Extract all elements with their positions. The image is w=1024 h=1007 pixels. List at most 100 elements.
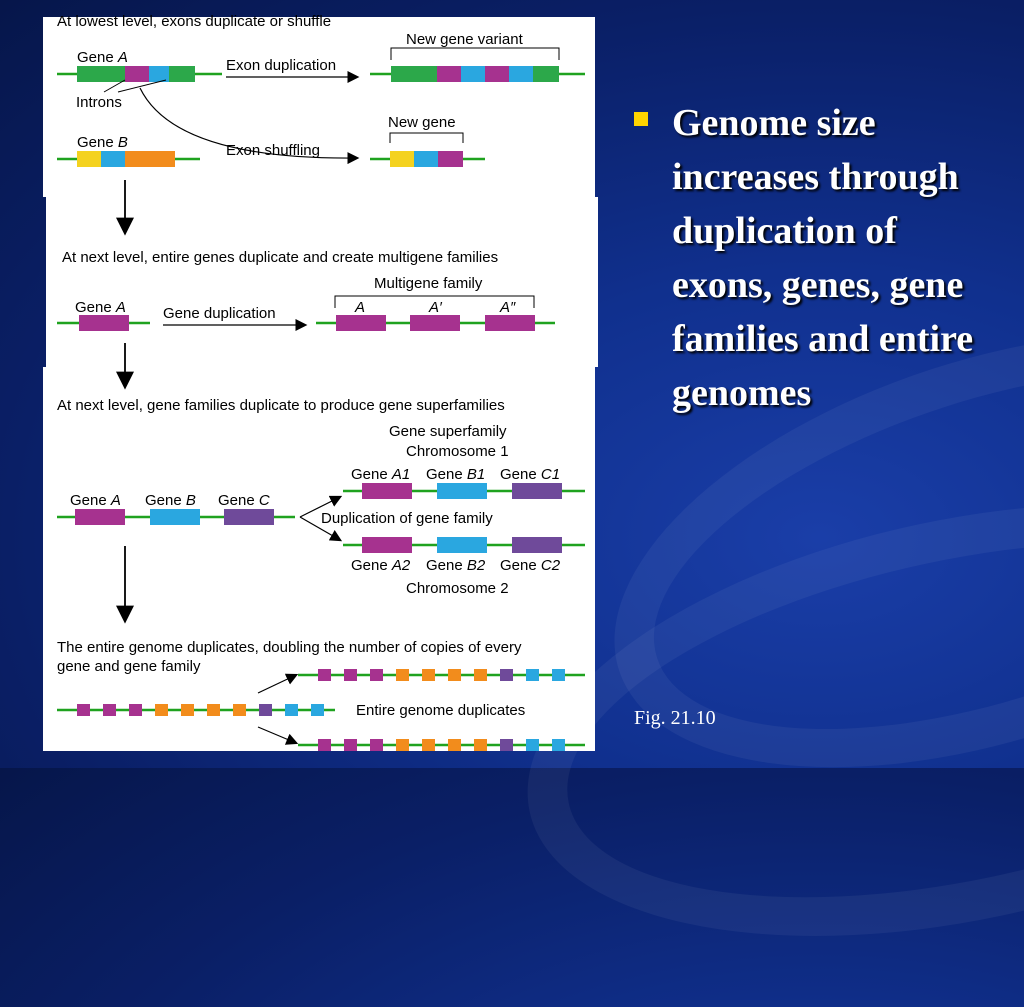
gene-block — [437, 483, 487, 499]
exon — [438, 151, 463, 167]
gene-c-label: Gene C — [218, 492, 270, 509]
multigene-family-label: Multigene family — [374, 275, 483, 292]
gene-block — [512, 483, 562, 499]
exon-shuffling-curve — [139, 87, 360, 165]
exon — [125, 66, 149, 82]
section4-heading: The entire genome duplicates, doubling t… — [57, 639, 522, 656]
exon — [414, 151, 438, 167]
gene-copy — [526, 739, 539, 751]
gene-a2-label: Gene A2 — [351, 557, 411, 574]
gene-block — [362, 537, 412, 553]
exon — [149, 66, 169, 82]
gene-copy — [344, 669, 357, 681]
gene-copy — [448, 739, 461, 751]
superfamily-label: Gene superfamily — [389, 423, 507, 440]
gene-copy — [500, 669, 513, 681]
exon — [391, 66, 437, 82]
genome-duplication-figure: At lowest level, exons duplicate or shuf… — [57, 13, 585, 751]
gene-b-label: Gene B — [77, 134, 128, 151]
gene-block — [437, 537, 487, 553]
gene-block — [512, 537, 562, 553]
exon — [77, 66, 125, 82]
gene-b-label: Gene B — [145, 492, 196, 509]
exon — [509, 66, 533, 82]
multigene-member-label: A — [354, 299, 365, 316]
bracket — [334, 295, 535, 308]
gene-block — [79, 315, 129, 331]
gene-copy — [77, 704, 90, 716]
gene-copy — [474, 669, 487, 681]
genome-duplication-arrow-down — [257, 726, 299, 745]
entire-genome-duplicates-label: Entire genome duplicates — [356, 702, 525, 719]
exon — [485, 66, 509, 82]
gene-copy — [500, 739, 513, 751]
introns-label: Introns — [76, 94, 122, 111]
gene-b2-label: Gene B2 — [426, 557, 486, 574]
bracket — [390, 47, 560, 60]
figure-caption: Fig. 21.10 — [634, 707, 716, 729]
gene-copy — [344, 739, 357, 751]
gene-copy — [370, 739, 383, 751]
gene-copy — [129, 704, 142, 716]
gene-copy — [318, 669, 331, 681]
bullet-marker — [634, 112, 648, 126]
gene-copy — [181, 704, 194, 716]
gene-block — [224, 509, 274, 525]
exon — [533, 66, 559, 82]
exon-shuffling-label: Exon shuffling — [226, 142, 320, 159]
exon — [461, 66, 485, 82]
gene-copy — [448, 669, 461, 681]
exon-duplication-label: Exon duplication — [226, 57, 336, 74]
chromosome2-label: Chromosome 2 — [406, 580, 509, 597]
exon — [437, 66, 461, 82]
section2-heading: At next level, entire genes duplicate an… — [62, 249, 498, 266]
gene-copy — [311, 704, 324, 716]
exon — [101, 151, 125, 167]
gene-a-label: Gene A — [77, 49, 128, 66]
gene-copy — [526, 669, 539, 681]
new-gene-variant-label: New gene variant — [406, 31, 524, 48]
introns-pointer — [117, 79, 167, 93]
bullet-text: Genome size increases through duplicatio… — [672, 102, 974, 414]
gene-b1-label: Gene B1 — [426, 466, 485, 483]
gene-copy — [103, 704, 116, 716]
gene-copy — [207, 704, 220, 716]
gene-copy — [396, 739, 409, 751]
introns-pointer — [103, 79, 126, 93]
duplication-arrow-up — [299, 495, 343, 518]
gene-block — [362, 483, 412, 499]
new-gene-label: New gene — [388, 114, 456, 131]
section3-heading: At next level, gene families duplicate t… — [57, 397, 505, 414]
gene-copy — [552, 739, 565, 751]
exon — [169, 66, 195, 82]
gene-copy — [422, 739, 435, 751]
gene-a-label: Gene A — [70, 492, 121, 509]
gene-block — [150, 509, 200, 525]
gene-block — [410, 315, 460, 331]
gene-copy — [422, 669, 435, 681]
gene-copy — [233, 704, 246, 716]
gene-copy — [396, 669, 409, 681]
duplication-of-gene-family-label: Duplication of gene family — [321, 510, 493, 527]
gene-a1-label: Gene A1 — [351, 466, 410, 483]
gene-copy — [318, 739, 331, 751]
exon — [390, 151, 414, 167]
genome-duplication-arrow-up — [257, 673, 299, 694]
gene-copy — [259, 704, 272, 716]
exon — [125, 151, 175, 167]
gene-copy — [155, 704, 168, 716]
gene-copy — [370, 669, 383, 681]
multigene-member-label: A′ — [428, 299, 443, 316]
gene-a-label: Gene A — [75, 299, 126, 316]
figure-panel-middle — [46, 197, 598, 367]
section4-heading: gene and gene family — [57, 658, 201, 675]
bracket — [389, 132, 464, 143]
gene-block — [336, 315, 386, 331]
gene-copy — [552, 669, 565, 681]
gene-c2-label: Gene C2 — [500, 557, 561, 574]
gene-block — [485, 315, 535, 331]
gene-duplication-label: Gene duplication — [163, 305, 276, 322]
gene-copy — [474, 739, 487, 751]
chromosome1-label: Chromosome 1 — [406, 443, 509, 460]
genome-rows — [57, 669, 585, 751]
